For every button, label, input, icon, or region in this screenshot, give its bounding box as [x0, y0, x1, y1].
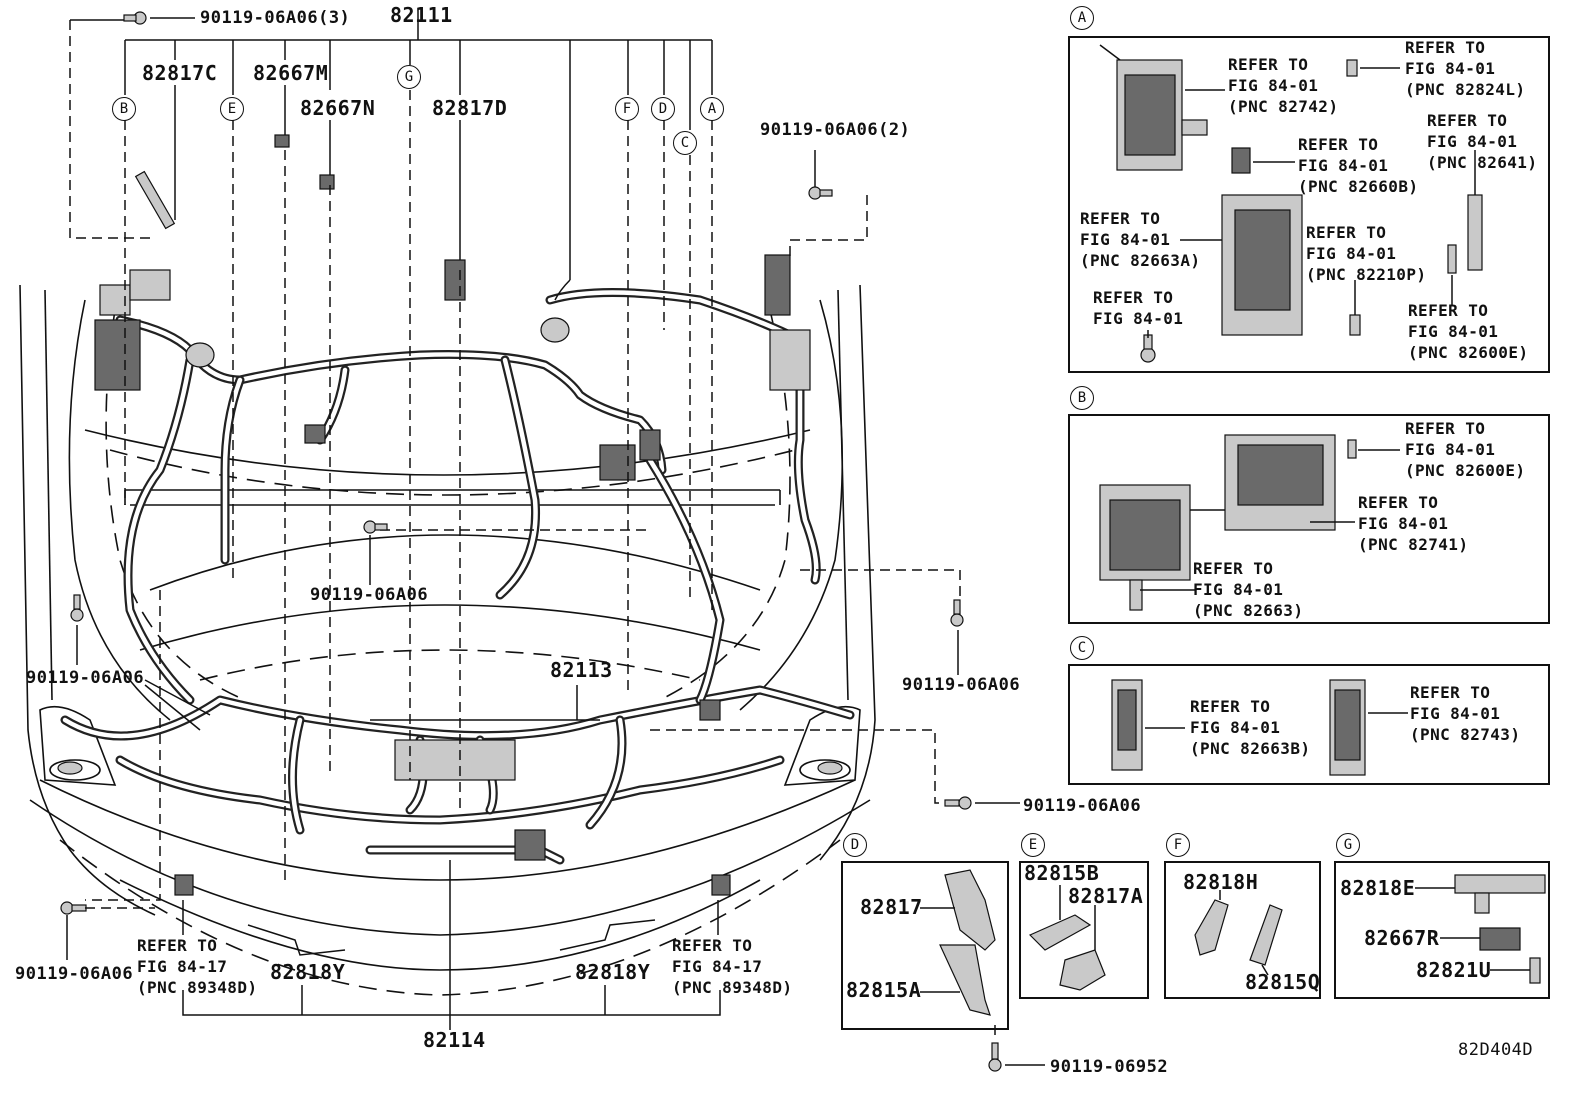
panel-a-ref-bolt: REFER TO FIG 84-01	[1093, 288, 1184, 328]
panel-d-tag: D	[843, 833, 867, 857]
part-label-82817: 82817	[860, 895, 923, 919]
part-label-82667r: 82667R	[1364, 926, 1440, 950]
panel-d-parts	[920, 869, 996, 1016]
panel-e-tag: E	[1021, 833, 1045, 857]
panel-a-tag: A	[1070, 6, 1094, 30]
panel-a-ref-82824l: REFER TO FIG 84-01 (PNC 82824L)	[1405, 38, 1526, 99]
panel-c-ref-82663b: REFER TO FIG 84-01 (PNC 82663B)	[1190, 697, 1311, 758]
panel-b-tag: B	[1070, 386, 1094, 410]
callout-e: E	[220, 97, 244, 121]
panel-a-ref-82210p: REFER TO FIG 84-01 (PNC 82210P)	[1306, 223, 1427, 284]
refer-label-right: REFER TO FIG 84-17 (PNC 89348D)	[672, 936, 793, 997]
bracket-label-82817d: 82817D	[432, 96, 508, 120]
callout-f: F	[615, 97, 639, 121]
bolt-label-lower-right: 90119-06A06	[1023, 796, 1142, 816]
panel-e	[1019, 861, 1149, 999]
panel-g	[1334, 861, 1550, 999]
panel-c-parts	[1111, 679, 1408, 776]
harness-label-82111: 82111	[390, 3, 453, 27]
callout-g: G	[397, 65, 421, 89]
panel-a-ref-82663a: REFER TO FIG 84-01 (PNC 82663A)	[1080, 209, 1201, 270]
panel-g-parts	[1415, 874, 1546, 984]
panel-b-ref-82600e: REFER TO FIG 84-01 (PNC 82600E)	[1405, 419, 1526, 480]
bolt-label-center: 90119-06A06	[310, 585, 429, 605]
panel-f-parts	[1194, 890, 1283, 976]
harness-label-82114: 82114	[423, 1028, 486, 1052]
panel-f	[1164, 861, 1321, 999]
connector-label-82667m: 82667M	[253, 61, 329, 85]
bolt-label-3: 90119-06A06(3)	[200, 8, 351, 28]
bolt-label-right: 90119-06A06	[902, 675, 1021, 695]
panel-a	[1068, 36, 1550, 373]
panel-d	[841, 861, 1009, 1030]
bolt-icons	[60, 11, 1002, 1072]
bolt-label-bottom: 90119-06952	[1050, 1057, 1169, 1077]
part-label-82815a: 82815A	[846, 978, 922, 1002]
clamp-label-left: 82818Y	[270, 960, 346, 984]
left-headlamp	[39, 705, 117, 786]
panel-a-parts	[1099, 44, 1483, 363]
refer-label-left: REFER TO FIG 84-17 (PNC 89348D)	[137, 936, 258, 997]
connector-label-82667n: 82667N	[300, 96, 376, 120]
panel-b-parts	[1099, 434, 1400, 611]
leader-lines	[66, 10, 1020, 1030]
part-label-82818e: 82818E	[1340, 876, 1416, 900]
panel-a-ref-82600e: REFER TO FIG 84-01 (PNC 82600E)	[1408, 301, 1529, 362]
callout-c: C	[673, 131, 697, 155]
clamp-label-right: 82818Y	[575, 960, 651, 984]
panel-g-tag: G	[1336, 833, 1360, 857]
panel-a-ref-82660b: REFER TO FIG 84-01 (PNC 82660B)	[1298, 135, 1419, 196]
part-label-82815q: 82815Q	[1245, 970, 1321, 994]
bolt-label-bottom-left: 90119-06A06	[15, 964, 134, 984]
panel-f-tag: F	[1166, 833, 1190, 857]
panel-e-parts	[1028, 885, 1106, 991]
harness-connectors	[94, 134, 811, 896]
part-label-82815b: 82815B	[1024, 861, 1100, 885]
panel-b-ref-82663: REFER TO FIG 84-01 (PNC 82663)	[1193, 559, 1304, 620]
panel-c-ref-82743: REFER TO FIG 84-01 (PNC 82743)	[1410, 683, 1521, 744]
bolt-label-left: 90119-06A06	[26, 668, 145, 688]
diagram-code: 82D404D	[1458, 1040, 1534, 1060]
bolt-label-2: 90119-06A06(2)	[760, 120, 911, 140]
part-label-82817a: 82817A	[1068, 884, 1144, 908]
front-harness-82113	[60, 455, 855, 835]
bracket-label-82817c: 82817C	[142, 61, 218, 85]
panel-a-ref-82641: REFER TO FIG 84-01 (PNC 82641)	[1427, 111, 1538, 172]
panel-b	[1068, 414, 1550, 624]
panel-c	[1068, 664, 1550, 785]
callout-b: B	[112, 97, 136, 121]
panel-c-tag: C	[1070, 636, 1094, 660]
panel-b-ref-82741: REFER TO FIG 84-01 (PNC 82741)	[1358, 493, 1469, 554]
callout-a: A	[700, 97, 724, 121]
panel-a-ref-82742: REFER TO FIG 84-01 (PNC 82742)	[1228, 55, 1339, 116]
part-label-82821u: 82821U	[1416, 958, 1492, 982]
harness-label-82113: 82113	[550, 658, 613, 682]
part-label-82818h: 82818H	[1183, 870, 1259, 894]
callout-d: D	[651, 97, 675, 121]
